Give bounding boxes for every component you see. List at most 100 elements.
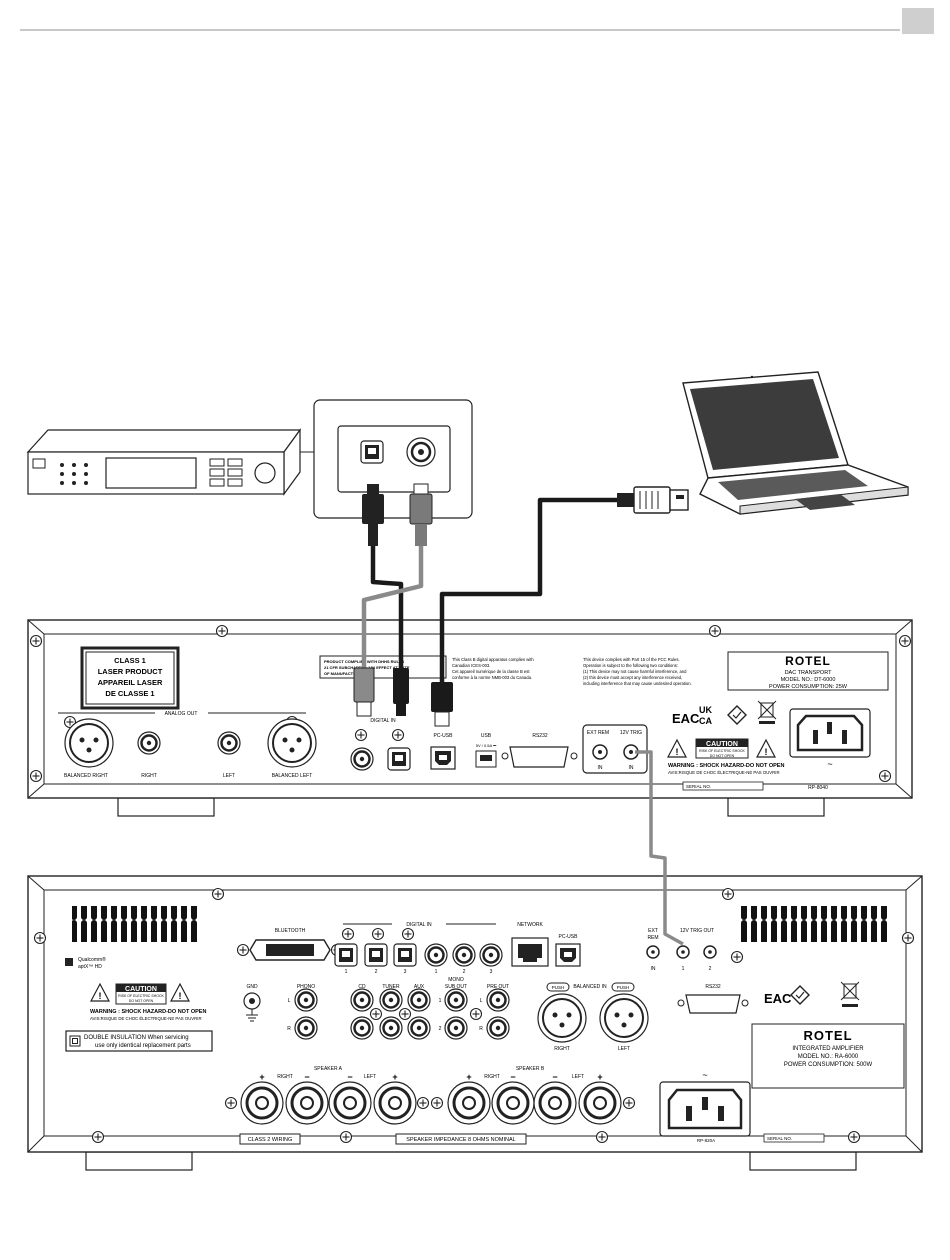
amp-rem-label: REM [647,935,658,941]
aux-label: AUX [414,984,425,990]
spk-b-right-label: RIGHT [484,1074,500,1080]
analog-out-label: ANALOG OUT [165,711,198,717]
coax-in [349,746,375,772]
bal-in-right-label: RIGHT [554,1046,570,1052]
transport-foot-left [117,797,215,817]
balanced-in-label: BALANCED IN [573,984,607,990]
trig-num-1: 1 [682,966,685,972]
spk-b-r-plus: + [466,1072,471,1082]
fcc-line-5: including interference that may cause un… [583,681,692,686]
integrated-amplifier: Qualcomm® aptX™ HD BLUETOOTH DIGITAL IN … [27,875,923,1171]
double-insulation-line-1: DOUBLE INSULATION When servicing [84,1035,189,1041]
spk-a-r-minus: − [304,1072,309,1082]
amp-pc-usb-port [555,943,581,967]
spk-a-l-minus: − [347,1072,352,1082]
compliance-line-3: OF MANUFACTURE [324,671,362,676]
spk-b-l-plus: + [597,1072,602,1082]
dac-transport: CLASS 1 LASER PRODUCT APPAREIL LASER DE … [27,619,913,817]
usb-label: USB [481,733,492,739]
laser-line-3: APPAREIL LASER [98,678,163,687]
classb-line-4: conforme à la norme NMB-003 du Canada. [452,675,532,680]
laser-line-4: DE CLASSE 1 [105,689,154,698]
pre-l-mark: L [480,998,483,1004]
transport-serial: SERIAL NO. [686,784,711,789]
optical-cable [370,546,404,668]
fcc-line-3: (1) This device may not cause harmful in… [583,669,687,674]
spk-a-l-plus: + [392,1072,397,1082]
amp-foot-right [749,1151,857,1171]
fcc-line-2: Operation is subject to the following tw… [583,663,678,668]
amp-optical-1 [334,943,358,967]
source-output-callout [313,399,473,546]
transport-foot-right [727,797,825,817]
ukca-mark-ca: CA [699,716,712,726]
laser-line-1: CLASS 1 [114,656,146,665]
usb-cable [439,497,617,682]
ext-rem-in-label: IN [598,765,603,771]
sub-num-2: 2 [439,1026,442,1032]
amp-warning: WARNING : SHOCK HAZARD-DO NOT OPEN [90,1009,206,1015]
amp-coax-3 [478,942,504,968]
page-tab [902,8,934,34]
amp-caution: CAUTION [125,986,157,993]
fcc-line-4: (2) this device must accept any interfer… [583,675,682,680]
amp-caution-small-2: DO NOT OPEN [129,999,154,1003]
transport-model-line-1: DAC TRANSPORT [785,670,833,676]
pre-out-l [485,987,511,1013]
gnd-label: GND [246,984,258,990]
phono-l [293,987,319,1013]
bluetooth-label: BLUETOOTH [275,928,306,934]
transport-eac-mark: EAC [672,711,700,726]
balanced-in-right [537,993,587,1043]
spk-b-r-minus: − [510,1072,515,1082]
push-label-right: PUSH [552,985,565,990]
transport-brand: ROTEL [785,654,831,668]
phono-label: PHONO [297,984,315,990]
pc-usb-port [430,746,456,770]
cables [361,497,684,946]
cd-player [26,428,302,496]
spk-a-r-plus: + [259,1072,264,1082]
amp-serial: SERIAL NO. [767,1136,792,1141]
amp-model-line-2: MODEL NO.: RA-6000 [798,1054,859,1060]
trig-out-label: 12V TRIG OUT [680,928,714,934]
pc-usb-label: PC-USB [434,733,454,739]
spk-b-right-minus [490,1080,536,1126]
amp-part-no: RP-820A [697,1138,715,1143]
speaker-impedance: SPEAKER IMPEDANCE 8 OHMS NOMINAL [406,1137,515,1143]
amp-model-line-3: POWER CONSUMPTION: 500W [784,1062,873,1068]
rcm-mark [727,705,747,725]
ukca-mark-uk: UK [699,705,712,715]
pre-out-r [485,1015,511,1041]
transport-caution-small-2: DO NOT OPEN [710,754,735,758]
sub-out-1 [443,987,469,1013]
class2-wiring: CLASS 2 WIRING [248,1137,293,1143]
transport-caution-small-1: RISK OF ELECTRIC SHOCK [699,749,745,753]
tuner-label: TUNER [382,984,400,990]
trig-num-in: IN [651,966,656,972]
spk-b-left-label: LEFT [572,1074,584,1080]
qualcomm-line-2: aptX™ HD [78,964,102,970]
sub-out-label: SUB OUT [445,984,467,990]
vent-left [72,906,198,942]
speaker-b-label: SPEAKER B [516,1066,545,1072]
amp-warning-fr: AVIS:RISQUE DE CHOC ÉLECTRIQUE-NE PAS OU… [90,1016,202,1021]
rs232-label: RS232 [532,733,548,739]
digital-num-1: 1 [345,969,348,975]
pre-r-mark: R [479,1026,483,1032]
rs232-port [509,746,569,768]
transport-model-line-2: MODEL NO.: DT-6000 [781,677,836,683]
transport-plugs [353,667,453,727]
laptop-screen [690,379,839,470]
transport-model-line-3: POWER CONSUMPTION: 25W [769,684,848,690]
trig-num-2: 2 [709,966,712,972]
digital-num-3: 3 [404,969,407,975]
digital-num-6: 3 [490,969,493,975]
transport-caution: CAUTION [706,741,738,748]
cd-label: CD [358,984,366,990]
network-label: NETWORK [517,922,543,928]
left-rca [216,730,242,756]
laser-line-2: LASER PRODUCT [98,667,163,676]
bal-in-left-label: LEFT [618,1046,630,1052]
spk-a-left-plus [372,1080,418,1126]
